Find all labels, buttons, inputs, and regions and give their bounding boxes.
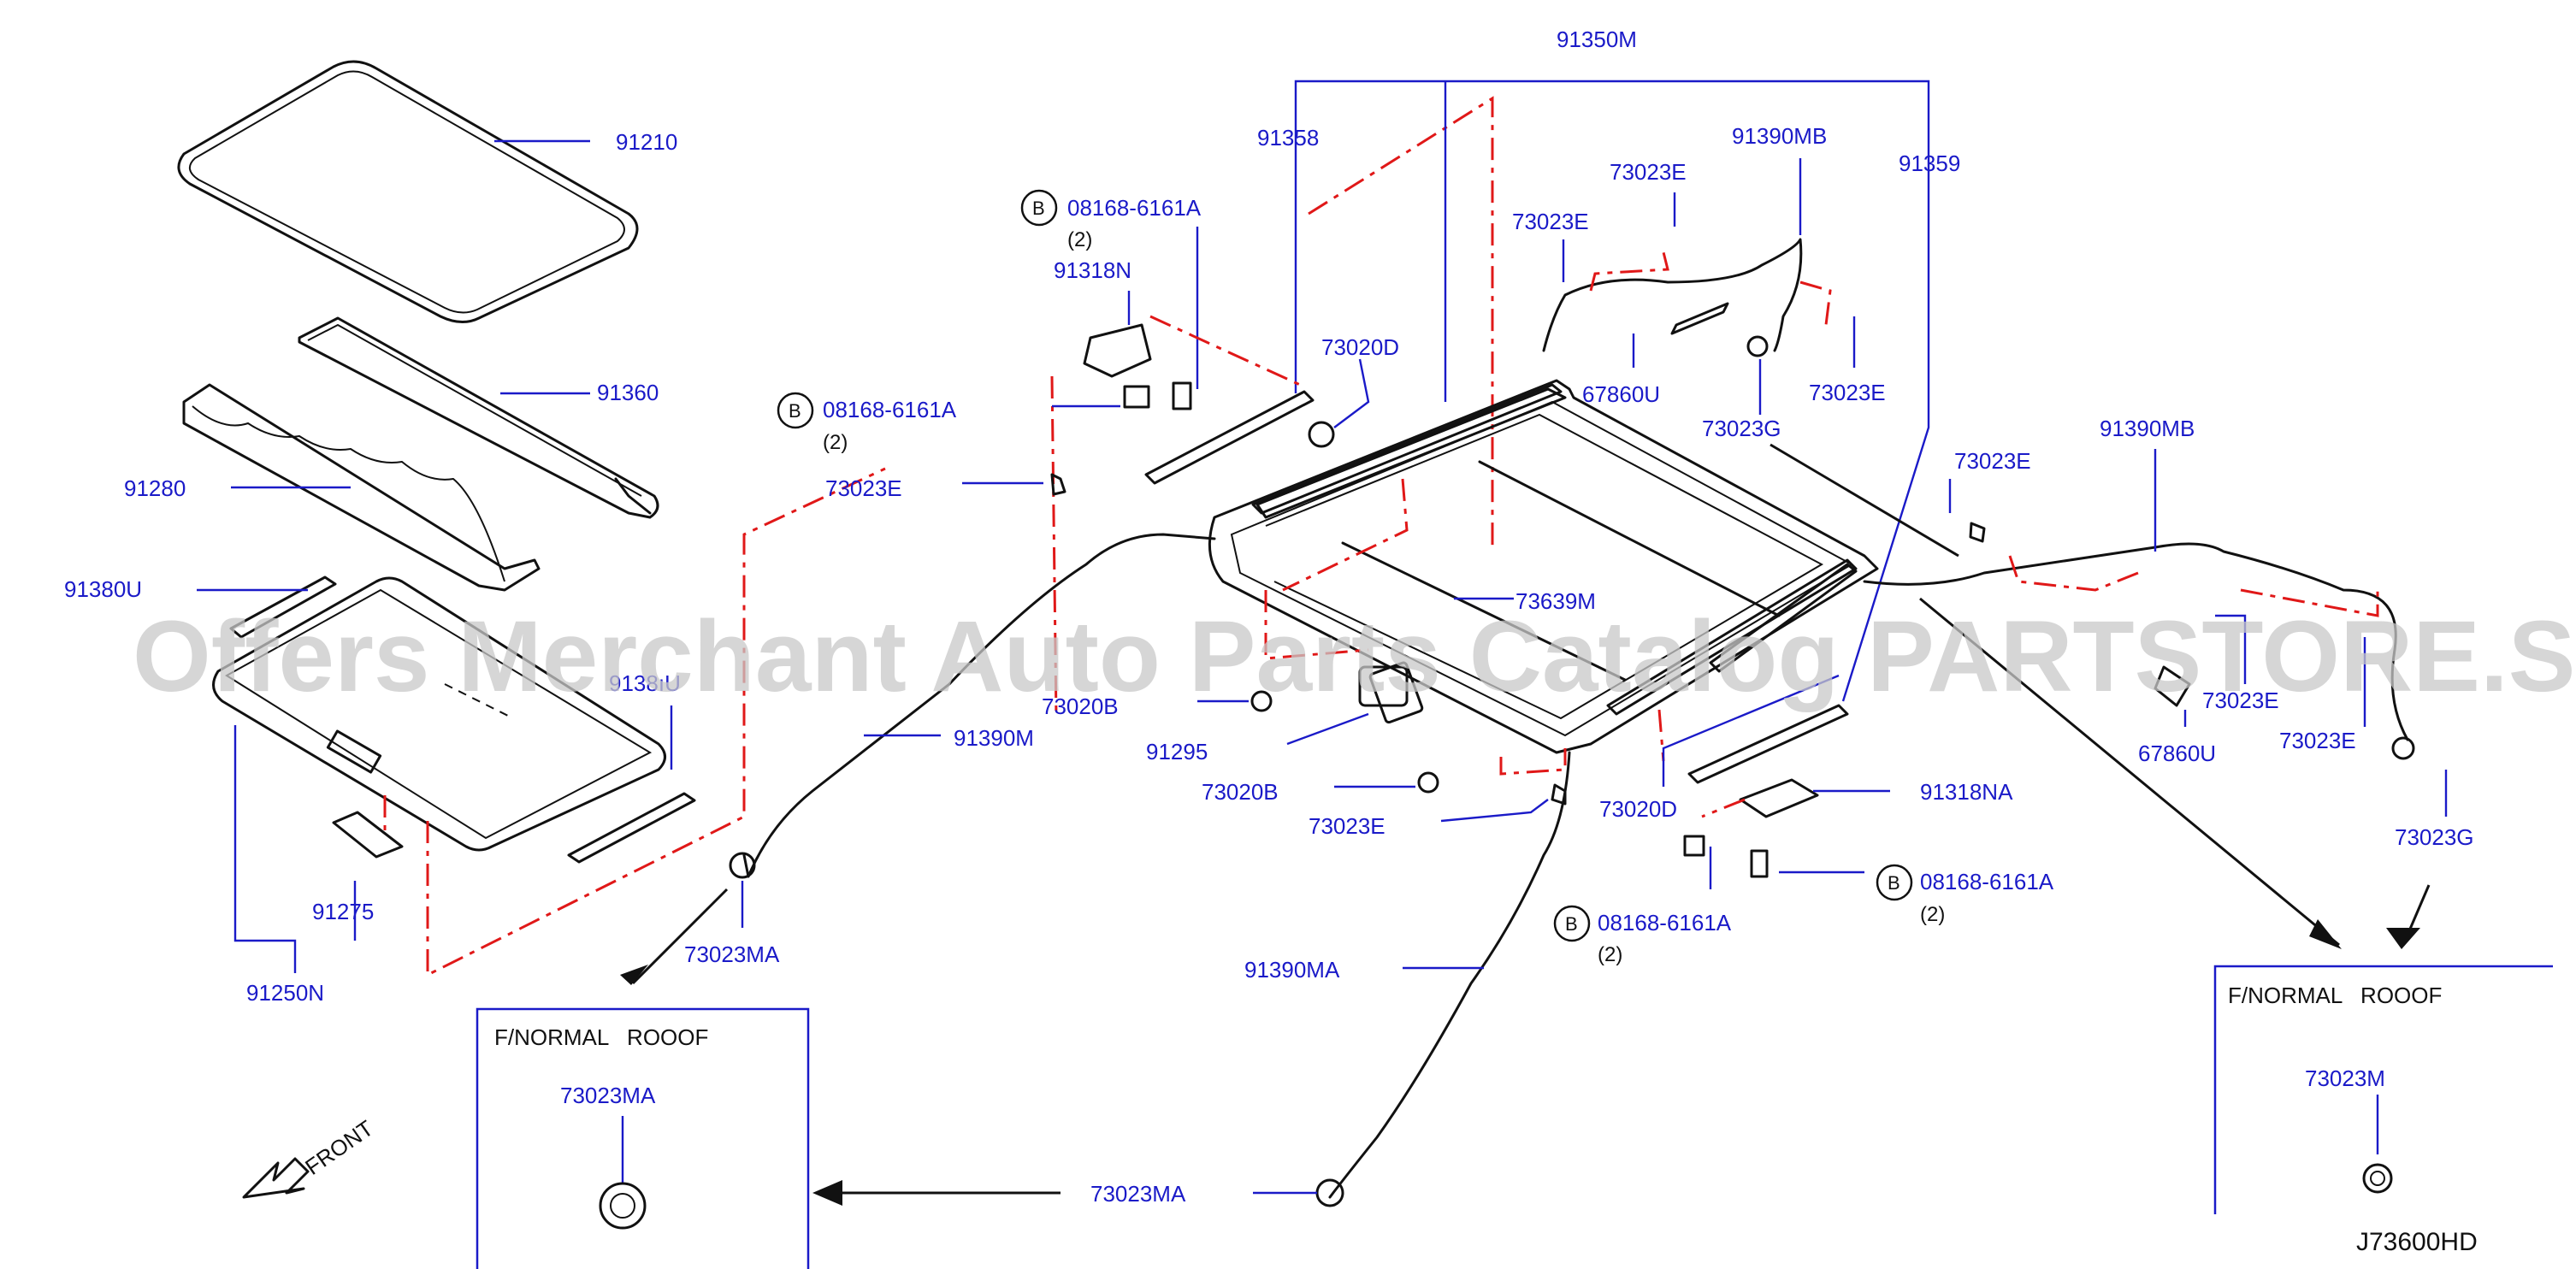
label-73023E-8[interactable]: 73023E	[1309, 813, 1385, 839]
label-91280[interactable]: 91280	[124, 475, 186, 501]
label-08168-6161A-2[interactable]: 08168-6161A	[823, 397, 957, 422]
label-91390MB-2[interactable]: 91390MB	[2100, 416, 2195, 441]
inset-right-title: F/NORMAL ROOOF	[2228, 983, 2442, 1008]
drain-hose-91390MB-upper	[1542, 238, 1803, 357]
front-direction-indicator	[242, 1157, 310, 1199]
rail-91359	[1709, 563, 1858, 673]
inset-right-box	[2213, 965, 2553, 1214]
label-73023E-1[interactable]: 73023E	[825, 475, 902, 501]
seal-strip-91380U	[229, 575, 696, 864]
qty-3: (2)	[1920, 903, 1945, 926]
bolt-b-2: B	[789, 400, 801, 422]
label-73023E-7[interactable]: 73023E	[2279, 728, 2356, 753]
label-73023MA-2[interactable]: 73023MA	[1090, 1181, 1186, 1207]
label-08168-6161A-3[interactable]: 08168-6161A	[1920, 869, 2054, 894]
frame-91360	[298, 316, 659, 519]
qty-4: (2)	[1598, 943, 1622, 966]
drain-hose-91390MB-right	[1863, 542, 2415, 760]
watermark: Offers Merchant Auto Parts Catalog PARTS…	[133, 600, 2576, 713]
label-91250N[interactable]: 91250N	[246, 980, 324, 1006]
qty-2: (2)	[823, 431, 848, 454]
label-73023M[interactable]: 73023M	[2305, 1065, 2385, 1091]
bolt-b-3: B	[1888, 872, 1900, 894]
qty-1: (2)	[1067, 228, 1092, 251]
label-73020B-2[interactable]: 73020B	[1202, 779, 1279, 805]
label-73639M[interactable]: 73639M	[1515, 588, 1596, 614]
label-73023G-1[interactable]: 73023G	[1702, 416, 1781, 441]
inset-left-box	[476, 1007, 810, 1269]
label-08168-6161A-1[interactable]: 08168-6161A	[1067, 195, 1202, 221]
label-73023E-5[interactable]: 73023E	[1954, 448, 2031, 474]
label-73023MA-3[interactable]: 73023MA	[560, 1083, 656, 1108]
bolt-b-1: B	[1032, 198, 1045, 219]
bracket-91318NA	[1683, 778, 1819, 878]
label-9138xU[interactable]: 9138ıU	[609, 670, 681, 696]
label-91390M[interactable]: 91390M	[954, 725, 1034, 751]
label-08168-6161A-4[interactable]: 08168-6161A	[1598, 910, 1732, 936]
label-91275[interactable]: 91275	[312, 899, 374, 924]
clip-73023E	[1050, 473, 1066, 496]
shade-panel-91250N	[212, 576, 666, 852]
inset-left-title: F/NORMAL ROOOF	[494, 1024, 708, 1050]
label-73020D-2[interactable]: 73020D	[1599, 796, 1677, 822]
label-73020B-1[interactable]: 73020B	[1042, 694, 1119, 719]
glass-lid-91210	[177, 60, 639, 323]
label-67860U-2[interactable]: 67860U	[2138, 741, 2216, 766]
bolt-b-4: B	[1565, 913, 1578, 935]
bolt-symbol-3	[1876, 864, 1913, 901]
label-91210[interactable]: 91210	[616, 129, 677, 155]
deflector-91280	[182, 383, 541, 592]
bolt-symbol-2	[777, 392, 814, 429]
label-91318N[interactable]: 91318N	[1054, 257, 1131, 283]
drain-hose-91390M	[729, 533, 1216, 879]
label-91295[interactable]: 91295	[1146, 739, 1208, 764]
label-91390MA[interactable]: 91390MA	[1244, 957, 1340, 983]
guide-73020D-upper	[1144, 390, 1315, 485]
label-73023E-2[interactable]: 73023E	[1610, 159, 1687, 185]
label-91360[interactable]: 91360	[597, 380, 659, 405]
label-73023G-2[interactable]: 73023G	[2395, 824, 2474, 850]
diagram-code: J73600HD	[2356, 1228, 2478, 1256]
bracket-91318N	[1083, 323, 1192, 410]
front-label: FRONT	[300, 1115, 378, 1180]
bolt-symbol-1	[1020, 189, 1058, 227]
label-91358[interactable]: 91358	[1257, 125, 1319, 151]
label-73020D-1[interactable]: 73020D	[1321, 334, 1399, 360]
bolt-symbol-4	[1553, 905, 1591, 942]
label-91350M[interactable]: 91350M	[1557, 27, 1637, 52]
label-67860U-1[interactable]: 67860U	[1582, 381, 1660, 407]
label-91359[interactable]: 91359	[1899, 151, 1960, 176]
label-73023E-6[interactable]: 73023E	[2202, 688, 2279, 713]
label-91380U[interactable]: 91380U	[64, 576, 142, 602]
label-91390MB-1[interactable]: 91390MB	[1732, 123, 1827, 149]
handle-91275	[332, 811, 404, 859]
guide-73020D-lower	[1687, 704, 1849, 784]
label-73023E-3[interactable]: 73023E	[1512, 209, 1589, 234]
rail-91358	[1251, 383, 1563, 515]
label-73023MA-1[interactable]: 73023MA	[684, 941, 780, 967]
label-73023E-4[interactable]: 73023E	[1809, 380, 1886, 405]
label-91318NA[interactable]: 91318NA	[1920, 779, 2013, 805]
